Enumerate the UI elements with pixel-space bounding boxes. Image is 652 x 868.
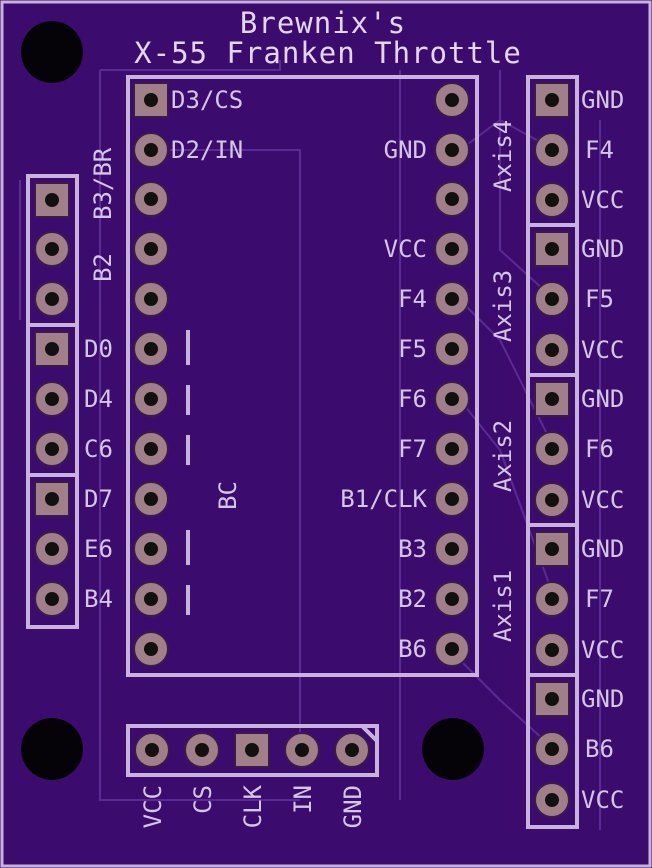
mcu-pin-label-f5: F5	[398, 335, 427, 363]
axis-pin-label: F6	[585, 435, 614, 463]
axis-label-axis3: Axis3	[489, 270, 517, 342]
mounting-hole-bottom-right	[422, 718, 484, 780]
axis-label-axis2: Axis2	[489, 420, 517, 492]
axis-pin-label: GND	[581, 235, 624, 263]
board-title-line1: Brewnix's	[240, 6, 406, 40]
mcu-pin-label-gnd: GND	[384, 136, 427, 164]
axis-header-outline	[526, 75, 579, 829]
left-header-label-d0: D0	[84, 335, 113, 363]
left-header-label-e6: E6	[84, 535, 113, 563]
mcu-pin-label-b3: B3	[398, 535, 427, 563]
axis-pin-label: GND	[581, 385, 624, 413]
axis-pin-label: VCC	[581, 486, 624, 514]
axis-pin-label: GND	[581, 86, 624, 114]
axis-header-pins	[534, 82, 570, 818]
left-header-label-b4: B4	[84, 585, 113, 613]
mounting-hole-bottom-left	[21, 718, 83, 780]
axis-pin-label: VCC	[581, 636, 624, 664]
axis-pin-label: VCC	[581, 336, 624, 364]
mcu-pin-label-f7: F7	[398, 435, 427, 463]
axis-pin-label: GND	[581, 535, 624, 563]
axis-pin-label: B6	[585, 735, 614, 763]
axis-label-axis4: Axis4	[489, 120, 517, 192]
left-header-label-b2: B2	[89, 253, 117, 282]
mcu-pin-label-d3cs: D3/CS	[171, 86, 243, 114]
axis-pin-label: F5	[585, 285, 614, 313]
left-header-pins	[34, 182, 70, 617]
mcu-pin-label-b6: B6	[398, 635, 427, 663]
left-header-label-b3br: B3/BR	[89, 147, 117, 220]
bottom-pin-label-clk: CLK	[239, 784, 267, 828]
mcu-right-pins	[434, 82, 470, 667]
mcu-pin-label-d2in: D2/IN	[171, 136, 243, 164]
bottom-header-outline	[126, 724, 379, 777]
axis-label-axis1: Axis1	[489, 570, 517, 642]
left-header-label-d7: D7	[84, 485, 113, 513]
mcu-left-pins	[133, 82, 169, 667]
bottom-header-pins	[134, 732, 370, 768]
board-title-line2: X-55 Franken Throttle	[134, 36, 522, 70]
mcu-footprint-outline	[126, 75, 479, 677]
left-header-label-c6: C6	[84, 435, 113, 463]
mcu-pin-label-b2: B2	[398, 585, 427, 613]
mounting-hole-top-left	[21, 21, 83, 83]
mcu-center-text: BC	[214, 481, 242, 510]
bottom-pin-label-cs: CS	[189, 785, 217, 814]
mcu-pin-label-vcc: VCC	[384, 235, 427, 263]
bottom-pin-label-gnd: GND	[339, 785, 367, 828]
bottom-pin-label-vcc: VCC	[139, 785, 167, 828]
bottom-pin-label-in: IN	[289, 785, 317, 814]
mcu-pin-label-b1clk: B1/CLK	[340, 485, 427, 513]
mcu-pin-label-f6: F6	[398, 385, 427, 413]
axis-pin-label: F7	[585, 585, 614, 613]
left-header-label-d4: D4	[84, 385, 113, 413]
mcu-pin-label-f4: F4	[398, 285, 427, 313]
axis-pin-label: GND	[581, 685, 624, 713]
axis-pin-label: VCC	[581, 786, 624, 814]
left-header-outline	[26, 174, 79, 629]
axis-pin-label: F4	[585, 136, 614, 164]
axis-pin-label: VCC	[581, 186, 624, 214]
